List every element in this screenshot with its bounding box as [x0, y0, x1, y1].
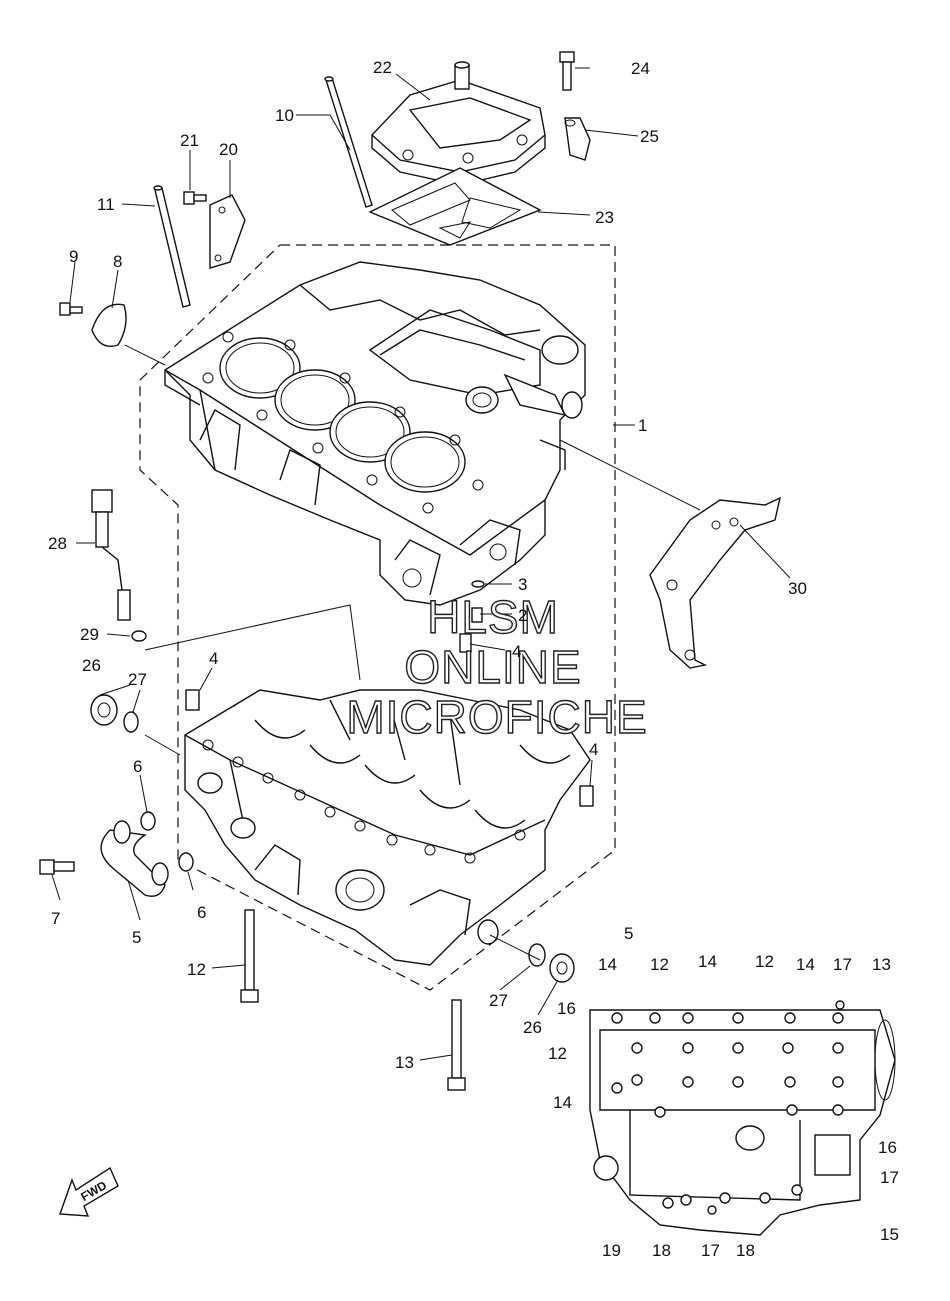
bolt-12 — [240, 909, 259, 1003]
callout-28: 28 — [48, 534, 67, 553]
callout-25: 25 — [640, 127, 659, 146]
callout-8: 8 — [113, 252, 122, 271]
dowel-4c — [459, 633, 472, 653]
callout-14-inset-d: 14 — [553, 1093, 572, 1112]
watermark-line-2: ONLINE — [404, 641, 581, 693]
callout-6-lower: 6 — [197, 903, 206, 922]
oring-6a — [140, 811, 156, 831]
stud-10 — [324, 76, 373, 208]
plug-26 — [90, 694, 118, 726]
callout-12-bolt: 12 — [187, 960, 206, 979]
callout-3: 3 — [518, 575, 527, 594]
watermark-line-3: MICROFICHE — [346, 691, 647, 743]
watermark: HLSM ONLINE MICROFICHE — [346, 590, 648, 743]
cap-8 — [91, 303, 127, 348]
cylinder-bore-4 — [384, 431, 466, 493]
callout-15: 15 — [880, 1225, 899, 1244]
callout-18-inset-b: 18 — [736, 1241, 755, 1260]
callout-10: 10 — [275, 106, 294, 125]
callout-19: 19 — [602, 1241, 621, 1260]
oring-27b — [528, 943, 546, 967]
callout-14-inset-b: 14 — [698, 952, 717, 971]
lower-crankcase — [184, 689, 591, 966]
bolt-9 — [59, 302, 83, 316]
callout-11: 11 — [97, 195, 115, 214]
callout-9: 9 — [69, 247, 78, 266]
callout-21: 21 — [180, 131, 199, 150]
cover-20 — [209, 194, 246, 269]
bolt-7 — [39, 859, 75, 875]
callout-12-inset-left: 12 — [548, 1044, 567, 1063]
callout-12-inset-top: 12 — [650, 955, 669, 974]
watermark-line-1: HLSM — [427, 591, 559, 643]
breather-cover — [370, 61, 546, 186]
callout-2: 2 — [518, 606, 527, 625]
callout-18-inset-a: 18 — [652, 1241, 671, 1260]
bolt-21 — [183, 191, 207, 205]
callout-5: 5 — [132, 928, 141, 947]
callout-16-inset-a: 16 — [557, 999, 576, 1018]
dowel-2 — [471, 607, 483, 623]
guide-30 — [649, 496, 781, 669]
callout-26-right: 26 — [523, 1018, 542, 1037]
dowel-4b — [579, 785, 594, 807]
callout-6-upper: 6 — [133, 757, 142, 776]
callout-22: 22 — [373, 58, 392, 77]
callout-24: 24 — [631, 59, 650, 78]
callout-5-inset: 5 — [624, 924, 633, 943]
oring-3 — [471, 580, 485, 588]
callout-12-inset-mid: 12 — [755, 952, 774, 971]
cylinder-bore-1 — [219, 337, 301, 399]
callout-14-inset-c: 14 — [796, 955, 815, 974]
fwd-arrow-icon: FWD — [59, 1166, 119, 1217]
sensor-28 — [91, 489, 131, 621]
stud-11 — [153, 185, 191, 308]
oring-27 — [123, 711, 139, 733]
callout-17-inset-a: 17 — [833, 955, 852, 974]
callout-4-left: 4 — [209, 649, 218, 668]
callout-4-center: 4 — [512, 642, 521, 661]
upper-crankcase — [163, 261, 586, 606]
callout-17-inset-c: 17 — [701, 1241, 720, 1260]
callout-17-inset-b: 17 — [880, 1168, 899, 1187]
callout-30: 30 — [788, 579, 807, 598]
bolt-24 — [559, 51, 575, 91]
callout-13-bolt: 13 — [395, 1053, 414, 1072]
plug-26b — [549, 953, 575, 983]
bolt-order-inset — [589, 1000, 896, 1236]
oring-6b — [178, 852, 194, 872]
callout-14-inset-a: 14 — [598, 955, 617, 974]
dowel-4a — [185, 689, 200, 711]
washer-29 — [131, 630, 147, 642]
assembly-boundary — [139, 244, 616, 991]
callout-29: 29 — [80, 625, 99, 644]
callout-7: 7 — [51, 909, 60, 928]
breather-gasket — [368, 167, 542, 246]
callout-23: 23 — [595, 208, 614, 227]
bolt-13 — [447, 999, 466, 1091]
callout-16-inset-b: 16 — [878, 1138, 897, 1157]
callout-20: 20 — [219, 140, 238, 159]
callout-27-left: 27 — [128, 670, 147, 689]
cylinder-bore-2 — [274, 369, 356, 431]
callout-26-left: 26 — [82, 656, 101, 675]
callout-labels: 1 2 3 4 4 4 5 5 6 6 7 8 9 10 11 12 12 12… — [48, 58, 899, 1260]
callout-4-right: 4 — [589, 740, 598, 759]
callout-1: 1 — [638, 416, 647, 435]
bracket-25 — [564, 117, 591, 161]
callout-27-right: 27 — [489, 991, 508, 1010]
callout-13-inset: 13 — [872, 955, 891, 974]
leader-lines — [51, 67, 791, 1061]
pipe-5 — [100, 820, 169, 897]
